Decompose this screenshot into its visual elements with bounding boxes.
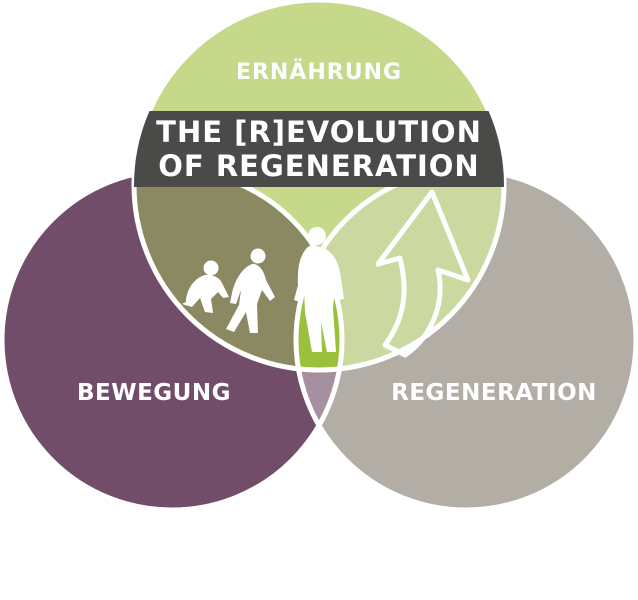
banner-title-line1: THE [R]EVOLUTION bbox=[156, 115, 482, 149]
label-bewegung: BEWEGUNG bbox=[77, 380, 231, 406]
banner-title-line2: OF REGENERATION bbox=[158, 149, 479, 183]
standing-figure-icon bbox=[294, 227, 344, 352]
label-regeneration: REGENERATION bbox=[391, 380, 597, 406]
title-banner bbox=[134, 111, 504, 187]
upward-arrow-icon bbox=[375, 189, 471, 358]
walking-figure-icon bbox=[226, 248, 275, 333]
label-ernaehrung: ERNÄHRUNG bbox=[236, 59, 402, 85]
crouching-figure-icon bbox=[182, 260, 229, 313]
